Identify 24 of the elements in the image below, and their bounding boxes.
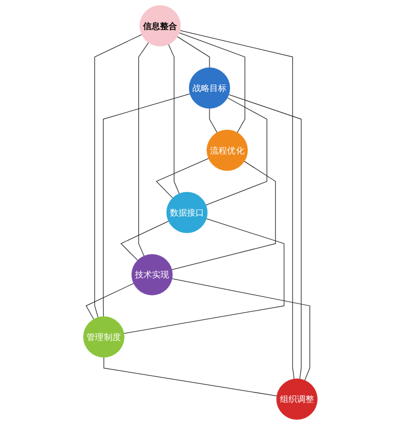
connector [138, 42, 149, 256]
connector [171, 278, 310, 381]
node-circle: 流程优化 [206, 130, 248, 171]
connector [179, 30, 294, 380]
node-circle: 战略目标 [188, 67, 230, 109]
connector [102, 93, 190, 317]
connector [155, 158, 208, 198]
node-circle: 组织调整 [276, 378, 318, 420]
node-circle: 数据接口 [166, 192, 208, 234]
connector [85, 283, 134, 320]
connector [208, 108, 218, 133]
node-circle: 信息整合 [139, 5, 180, 46]
node-circle: 技术实现 [131, 254, 172, 296]
connector [178, 32, 245, 133]
connector [123, 218, 284, 334]
connector [228, 94, 302, 380]
connector [94, 34, 142, 318]
connector [176, 36, 210, 68]
connector [205, 97, 267, 206]
connector [168, 44, 180, 194]
connector [171, 160, 276, 270]
connector [120, 220, 168, 261]
node-circle: 管理制度 [82, 316, 124, 358]
connector [103, 357, 277, 396]
